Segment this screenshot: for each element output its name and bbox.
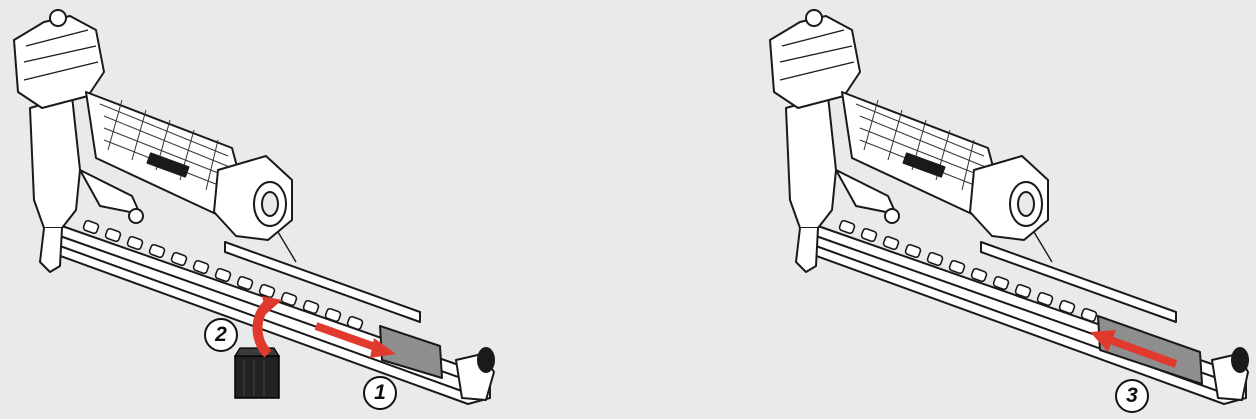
left-stapler-panel <box>13 9 495 405</box>
step-label-1: 1 <box>363 376 397 410</box>
staple-strip-icon <box>233 347 281 399</box>
rail-slots <box>838 219 1098 323</box>
right-stapler-panel <box>769 9 1249 405</box>
curved-insert-arrow-icon <box>252 296 282 358</box>
step-label-2: 2 <box>204 318 238 352</box>
step-label-3: 3 <box>1115 379 1149 413</box>
slide-back-arrow-icon <box>314 322 396 358</box>
tool-head-body <box>29 95 81 229</box>
handle-texture <box>855 99 993 193</box>
handle-texture <box>99 99 237 193</box>
rail-slots <box>82 219 364 331</box>
stapler-icon <box>13 9 495 405</box>
tool-head-body <box>785 95 837 229</box>
stapler-icon <box>769 9 1249 405</box>
slide-forward-arrow-icon <box>1090 330 1178 368</box>
